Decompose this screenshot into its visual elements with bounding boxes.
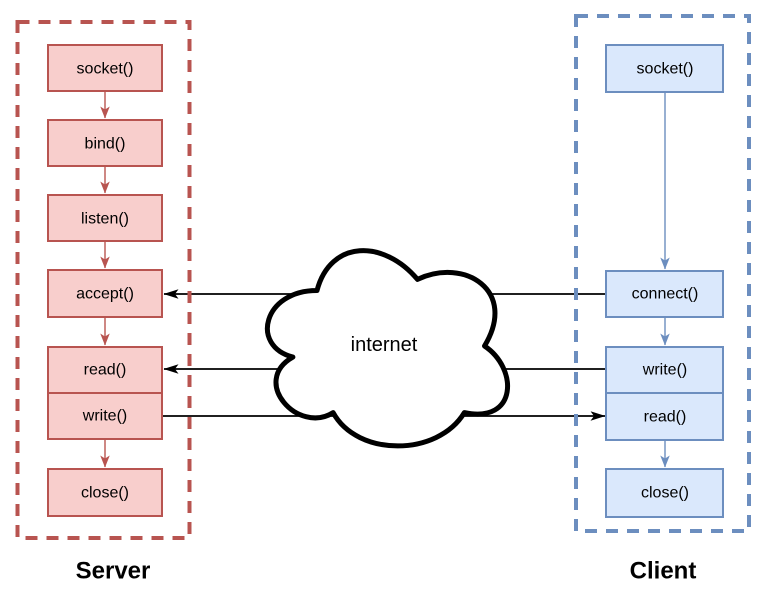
server-bind-label: bind() [85,136,126,153]
server-bind-rect [47,119,163,167]
server-write-label: write() [82,408,127,425]
server-box-write: write() [47,392,163,440]
server-box-close: close() [47,468,163,517]
server-close-rect [47,468,163,517]
internet-label: internet [351,334,418,356]
server-accept-label: accept() [76,286,134,303]
server-box-listen: listen() [47,194,163,242]
client-write-rect [605,346,724,394]
client-dashed-container [574,14,751,533]
client-box-connect: connect() [605,270,724,318]
client-column: socket() connect() write() read() close(… [574,14,751,585]
server-box-socket: socket() [47,44,163,92]
client-read-rect [605,392,724,441]
client-socket-label: socket() [637,61,694,78]
client-box-read: read() [605,392,724,441]
client-socket-rect [605,44,724,93]
client-connect-label: connect() [632,286,699,303]
client-close-rect [605,468,724,518]
server-column: socket() bind() listen() accept() read()… [15,20,192,585]
client-box-close: close() [605,468,724,518]
server-dashed-container [15,20,192,540]
cloud-shape [264,248,510,449]
server-listen-rect [47,194,163,242]
server-listen-label: listen() [81,211,129,228]
server-accept-rect [47,269,163,318]
server-socket-label: socket() [77,61,134,78]
client-write-label: write() [642,362,687,379]
client-connect-rect [605,270,724,318]
internet-cloud: internet [264,248,510,449]
client-close-label: close() [641,485,689,502]
client-label: Client [630,558,697,585]
server-read-label: read() [84,362,127,379]
server-socket-rect [47,44,163,92]
server-close-label: close() [81,485,129,502]
server-write-rect [47,392,163,440]
server-box-read: read() [47,346,163,394]
client-read-label: read() [644,409,687,426]
client-box-socket: socket() [605,44,724,93]
client-box-write: write() [605,346,724,394]
server-box-bind: bind() [47,119,163,167]
server-label: Server [76,558,151,585]
server-box-accept: accept() [47,269,163,318]
